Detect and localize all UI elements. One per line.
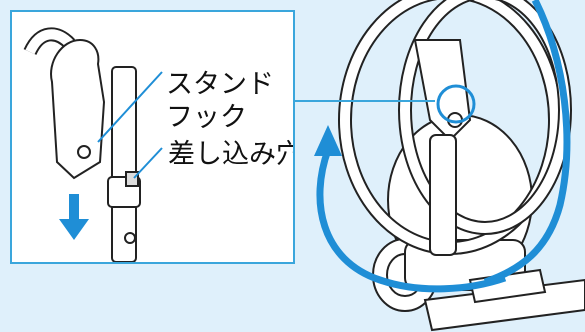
insertion-hole-label: 差し込み穴 [168,139,295,170]
closeup-illustration [23,27,163,262]
stand-hook-label-line-1: スタンド [166,69,274,100]
rotate-arrow-icon [316,148,507,293]
stand-hook-label-line-2: フック [166,102,247,133]
closeup-inset: スタンド フック 差し込み穴 [10,10,295,264]
connector-line [295,100,435,102]
down-arrow-icon [59,194,89,240]
highlight-circle [436,84,476,124]
